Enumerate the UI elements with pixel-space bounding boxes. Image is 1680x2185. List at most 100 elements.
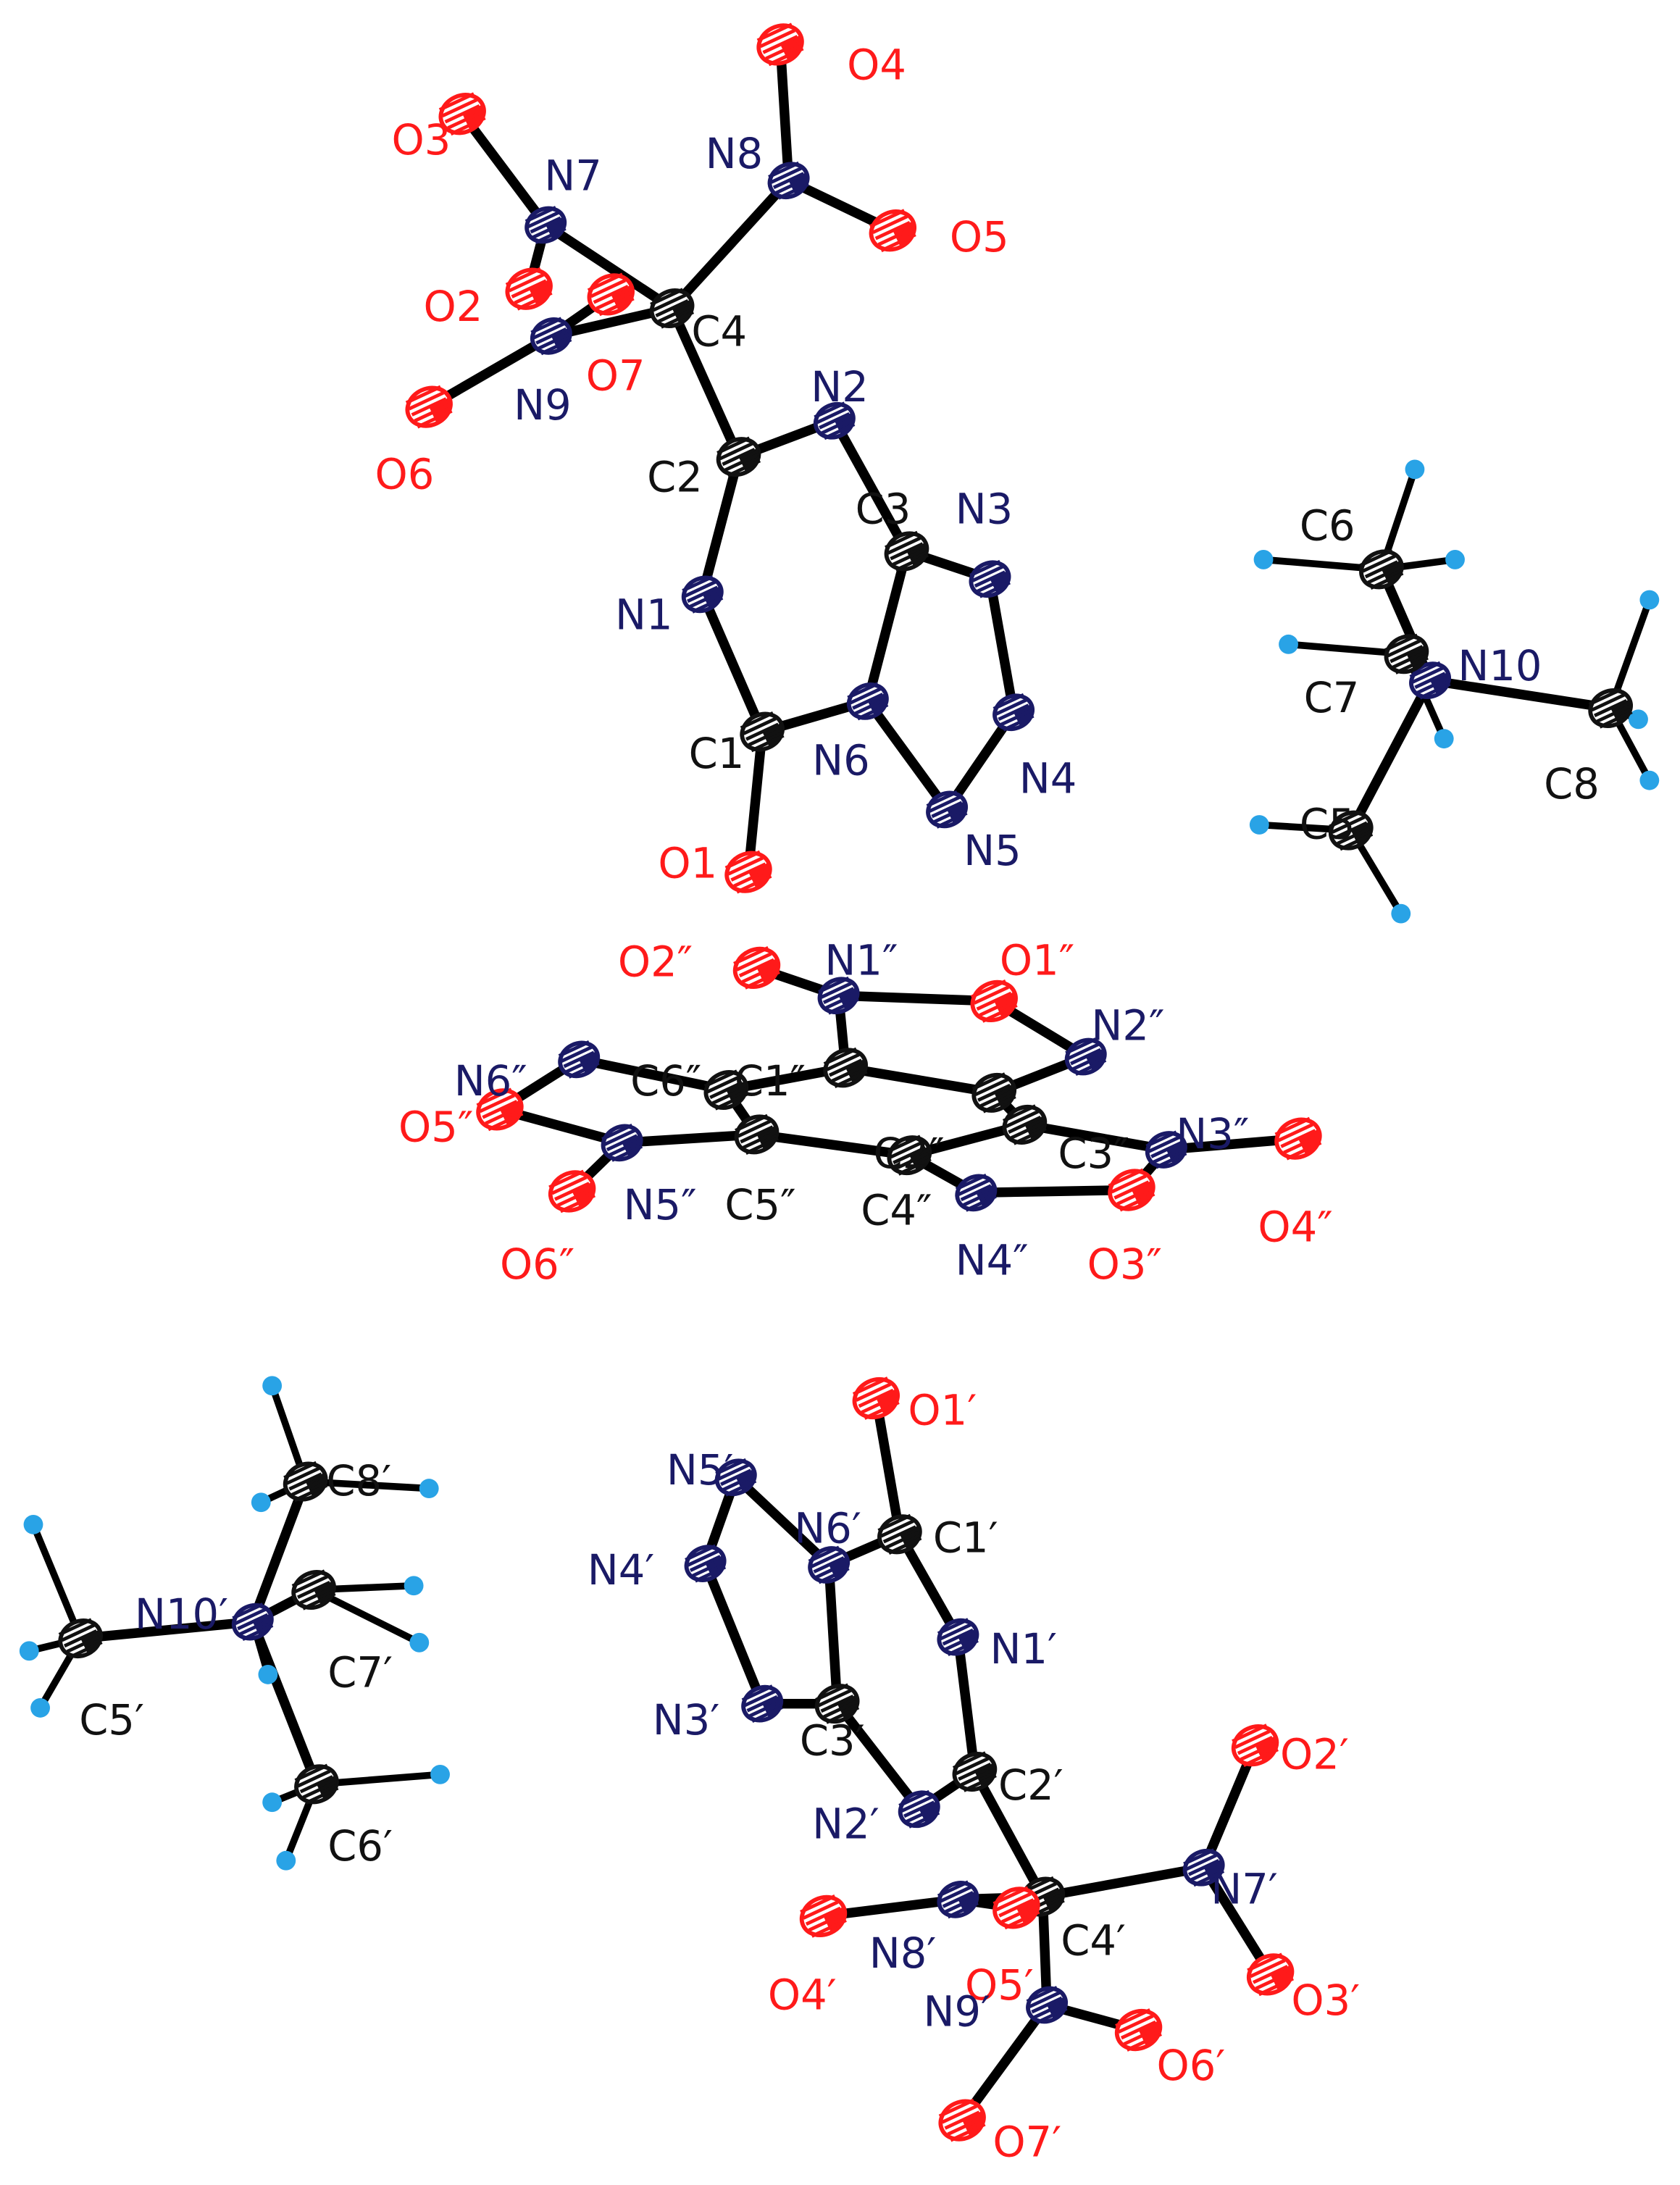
bond-c4-c2 xyxy=(666,303,744,462)
atom-c3pp xyxy=(1002,1104,1048,1145)
bond-c4p-n7p xyxy=(1037,1863,1209,1902)
atom-label-n1p: N1′ xyxy=(990,1625,1057,1674)
atom-label-n10: N10 xyxy=(1458,642,1542,690)
bond-n7-c4 xyxy=(540,220,677,314)
atom-label-c8p: C8′ xyxy=(326,1457,391,1505)
atom-label-n4: N4 xyxy=(1019,754,1077,803)
atom-label-o6p: O6′ xyxy=(1156,2042,1225,2090)
atom-label-o7p: O7′ xyxy=(992,2118,1061,2166)
bond-c1-o1 xyxy=(743,727,767,877)
hydrogen-atom xyxy=(258,1664,278,1684)
atom-o2p xyxy=(1231,1724,1279,1768)
atom-label-c3pp: C3″ xyxy=(1058,1129,1129,1178)
atom-c1pp xyxy=(823,1047,868,1089)
atom-o4p xyxy=(799,1894,848,1938)
atom-n7p xyxy=(1182,1848,1225,1887)
bond-n5pp-c5pp xyxy=(617,1129,762,1148)
atom-label-o4pp: O4″ xyxy=(1258,1203,1332,1251)
hydrogen-atom xyxy=(262,1792,283,1813)
atom-o7p xyxy=(938,2098,986,2142)
atom-c4p xyxy=(1020,1876,1066,1918)
atom-o7 xyxy=(587,272,635,317)
atom-label-o2: O2 xyxy=(424,283,483,331)
atom-label-n2pp: N2″ xyxy=(1091,1002,1164,1050)
atom-label-n4p: N4′ xyxy=(588,1546,655,1595)
atom-label-n5pp: N5″ xyxy=(624,1181,697,1229)
atom-c4 xyxy=(649,288,695,329)
atom-c5p xyxy=(58,1618,103,1659)
atom-label-c7: C7 xyxy=(1304,674,1360,722)
atom-o2 xyxy=(505,267,553,311)
atom-n9 xyxy=(530,317,572,356)
bond-n1pp-o1pp xyxy=(833,990,999,1006)
atom-o1p xyxy=(852,1376,900,1420)
hydrogen-atom xyxy=(30,1697,50,1718)
hydrogen-atom xyxy=(430,1764,450,1784)
bond-n5-n6 xyxy=(863,696,952,815)
hydrogen-atom xyxy=(419,1479,439,1499)
bond-o3-n7 xyxy=(457,109,551,230)
atom-o4pp xyxy=(1274,1116,1322,1161)
atom-label-c4: C4 xyxy=(691,307,747,356)
bond-n6p-n5p xyxy=(731,1472,834,1570)
bond-c3p-n6p xyxy=(824,1560,843,1709)
atom-c8 xyxy=(1588,688,1633,729)
atom-label-c4p: C4′ xyxy=(1061,1917,1126,1965)
atom-label-c4pp: C4″ xyxy=(861,1186,932,1234)
atom-c6 xyxy=(1359,548,1404,590)
atom-label-c7p: C7′ xyxy=(327,1649,393,1697)
atom-n5pp xyxy=(601,1123,643,1162)
bond-c1pp-c2pp xyxy=(840,1063,999,1098)
bond-c1-n1 xyxy=(698,589,767,737)
atom-c7 xyxy=(1384,633,1429,674)
atom-label-c3: C3 xyxy=(856,485,911,534)
atom-label-n6pp: N6″ xyxy=(454,1057,527,1106)
bond-n10-c8 xyxy=(1425,675,1616,714)
atom-n6pp xyxy=(558,1040,601,1079)
atom-label-o6: O6 xyxy=(375,451,434,499)
atom-o4 xyxy=(756,22,804,67)
bond-n3-n4 xyxy=(985,574,1019,717)
hydrogen-atom xyxy=(276,1850,296,1871)
atom-label-n3p: N3′ xyxy=(653,1696,720,1745)
atom-c6p xyxy=(294,1763,339,1805)
hydrogen-atom xyxy=(1629,709,1648,730)
atom-label-c2: C2 xyxy=(647,454,703,502)
hydrogen-atom xyxy=(262,1376,283,1396)
atom-label-c1pp: C1″ xyxy=(735,1057,806,1106)
atom-c2p xyxy=(952,1751,998,1792)
atom-label-n6: N6 xyxy=(812,736,870,785)
atom-label-c5: C5 xyxy=(1300,801,1355,849)
atom-label-o4: O4 xyxy=(847,41,906,89)
atom-n10 xyxy=(1409,661,1451,700)
hydrogen-atom xyxy=(1405,459,1425,480)
hydrogen-atom xyxy=(1279,634,1298,654)
atom-c3 xyxy=(884,530,929,572)
bond-o4-n8 xyxy=(775,39,794,185)
atom-n4pp xyxy=(955,1173,998,1212)
atom-label-o2p: O2′ xyxy=(1280,1731,1349,1779)
atom-label-c2p: C2′ xyxy=(998,1761,1063,1810)
hydrogen-atom xyxy=(1253,550,1274,569)
hydrogen-atom xyxy=(1391,903,1411,924)
bond-o3pp-n4pp xyxy=(971,1185,1137,1198)
atom-label-c6: C6 xyxy=(1300,502,1355,551)
bond-h-c5p-13 xyxy=(30,1521,84,1642)
bond-n8-c4 xyxy=(666,175,794,314)
hydrogen-atom xyxy=(1434,729,1454,749)
atom-label-n3: N3 xyxy=(956,485,1014,534)
atom-label-o7: O7 xyxy=(586,352,645,401)
atom-o3pp xyxy=(1108,1168,1155,1212)
atom-label-c2pp: C2″ xyxy=(873,1129,944,1178)
atom-label-c1: C1 xyxy=(689,730,745,778)
atom-c3p xyxy=(814,1683,860,1724)
atom-c1 xyxy=(740,711,785,753)
atom-n6p xyxy=(808,1545,851,1584)
atom-label-o6pp: O6″ xyxy=(500,1240,574,1289)
atom-n5 xyxy=(926,790,968,829)
bond-c3-n6 xyxy=(863,546,912,706)
atom-label-o5pp: O5″ xyxy=(398,1103,473,1151)
